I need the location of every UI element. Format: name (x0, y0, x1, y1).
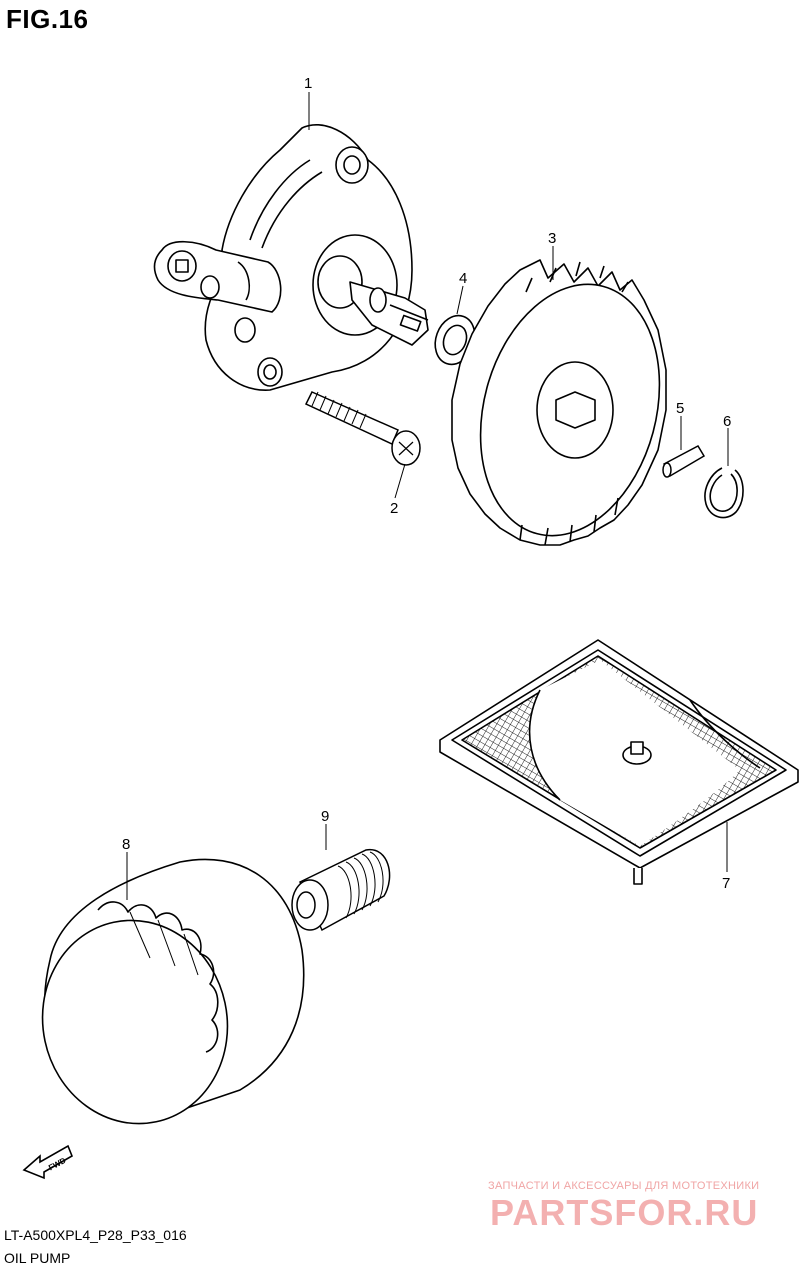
pin[interactable] (662, 445, 706, 478)
watermark-tagline: ЗАПЧАСТИ И АКСЕССУАРЫ ДЛЯ МОТОТЕХНИКИ (488, 1180, 760, 1192)
callout-2: 2 (390, 500, 398, 517)
oil-strainer[interactable] (439, 639, 799, 885)
callout-5: 5 (676, 400, 684, 417)
leader-lines (126, 92, 729, 900)
union-bolt[interactable] (291, 849, 391, 932)
bolt[interactable] (304, 391, 421, 466)
callout-labels: 1 2 3 4 5 6 7 8 9 (122, 75, 731, 892)
callout-4: 4 (459, 270, 467, 287)
oil-pump-driven-gear[interactable] (451, 259, 686, 556)
oil-pump-body[interactable] (153, 124, 429, 391)
figure-name: OIL PUMP (4, 1250, 71, 1266)
callout-9: 9 (321, 808, 329, 825)
figure-title: FIG.16 (6, 4, 89, 34)
oil-filter[interactable] (24, 858, 305, 1140)
callout-7: 7 (722, 875, 730, 892)
callout-6: 6 (723, 413, 731, 430)
callout-3: 3 (548, 230, 556, 247)
forward-arrow-icon: FWD (22, 1144, 74, 1180)
model-code: LT-A500XPL4_P28_P33_016 (4, 1227, 187, 1243)
watermark-logo: PARTSFOR.RU (490, 1192, 759, 1233)
callout-1: 1 (304, 75, 312, 92)
circlip[interactable] (704, 467, 744, 519)
callout-8: 8 (122, 836, 130, 853)
